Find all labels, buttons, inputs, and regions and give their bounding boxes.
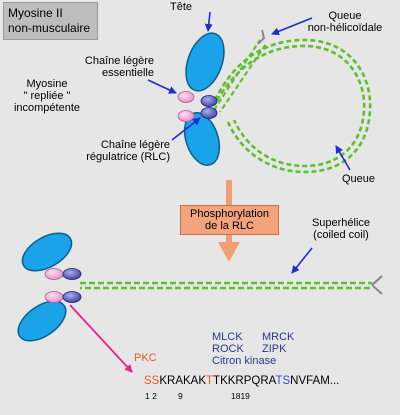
pos-9: 9: [178, 391, 183, 401]
folded-tail-helix: [213, 38, 372, 174]
rlc-lower: [200, 107, 218, 119]
title-line-2: non-musculaire: [8, 21, 91, 35]
label-folded-3: incompétente: [13, 102, 81, 114]
label-phospho-2: de la RLC: [205, 220, 254, 232]
pos-18-19: 1819: [231, 391, 250, 401]
label-head: Tête: [170, 1, 193, 13]
folded-myosin: [177, 29, 372, 174]
ext-head-upper: [21, 232, 73, 272]
head-upper: [185, 32, 225, 92]
label-phospho-1: Phosphorylation: [190, 208, 269, 220]
ext-rlc-upper: [62, 268, 82, 280]
seq-ts: TS: [275, 375, 291, 387]
kinase-citron: Citron kinase: [212, 355, 277, 367]
ext-rlc-lower: [62, 291, 82, 303]
elc-lower: [177, 110, 195, 122]
seq-part-2: KRAKAK: [159, 375, 207, 387]
label-folded-2: " repliée ": [23, 90, 71, 102]
kinase-pkc: PKC: [134, 352, 157, 364]
title-box: Myosine II non-musculaire: [3, 2, 98, 40]
arrow-rlc: [171, 117, 201, 141]
seq-t9: T: [206, 375, 214, 387]
arrow-nonhelical: [271, 17, 313, 36]
kinase-rock: ROCK: [212, 343, 244, 355]
head-lower: [183, 112, 221, 166]
rlc-upper: [200, 95, 218, 107]
pos-1-2: 1 2: [145, 391, 157, 401]
seq-part-4: TKKRPQRA: [213, 375, 276, 387]
label-tail-nonhelical-2: non-hélicoïdale: [307, 22, 383, 34]
label-tail-nonhelical-1: Queue: [328, 10, 362, 22]
extended-myosin: [17, 232, 383, 342]
label-folded-1: Myosine: [26, 78, 68, 90]
seq-ss: SS: [144, 375, 160, 387]
kinase-zipk: ZIPK: [262, 343, 287, 355]
ext-elc-lower: [44, 291, 64, 303]
ext-elc-upper: [44, 268, 64, 280]
label-coiled-1: Superhélice: [311, 217, 371, 229]
arrow-to-sequence: [69, 304, 133, 373]
arrow-elc: [147, 79, 177, 94]
seq-part-6: NVFAM...: [290, 375, 340, 387]
kinase-mlck: MLCK: [212, 331, 243, 343]
extended-tail-helix: [80, 281, 372, 290]
label-coiled-2: (coiled coil): [313, 229, 369, 241]
label-elc-2: essentielle: [102, 67, 154, 79]
title-line-1: Myosine II: [8, 6, 63, 20]
label-rlc-1: Chaîne légère: [100, 139, 170, 151]
label-rlc-2: régulatrice (RLC): [86, 151, 170, 163]
arrow-tail: [335, 145, 351, 171]
label-tail: Queue: [342, 173, 376, 185]
arrow-head: [204, 11, 213, 32]
annotation-arrows-top: [147, 11, 351, 274]
kinase-mrck: MRCK: [262, 331, 295, 343]
rlc-sequence: SSKRAKAKTTKKRPQRATSNVFAM...: [144, 375, 339, 387]
ext-head-lower: [17, 300, 67, 342]
elc-upper: [177, 91, 195, 103]
phosphorylation-box: Phosphorylation de la RLC: [180, 205, 279, 235]
arrow-coiled: [291, 247, 313, 274]
nonhelical-tail-end: [257, 29, 266, 45]
label-elc-1: Chaîne légère: [84, 55, 154, 67]
